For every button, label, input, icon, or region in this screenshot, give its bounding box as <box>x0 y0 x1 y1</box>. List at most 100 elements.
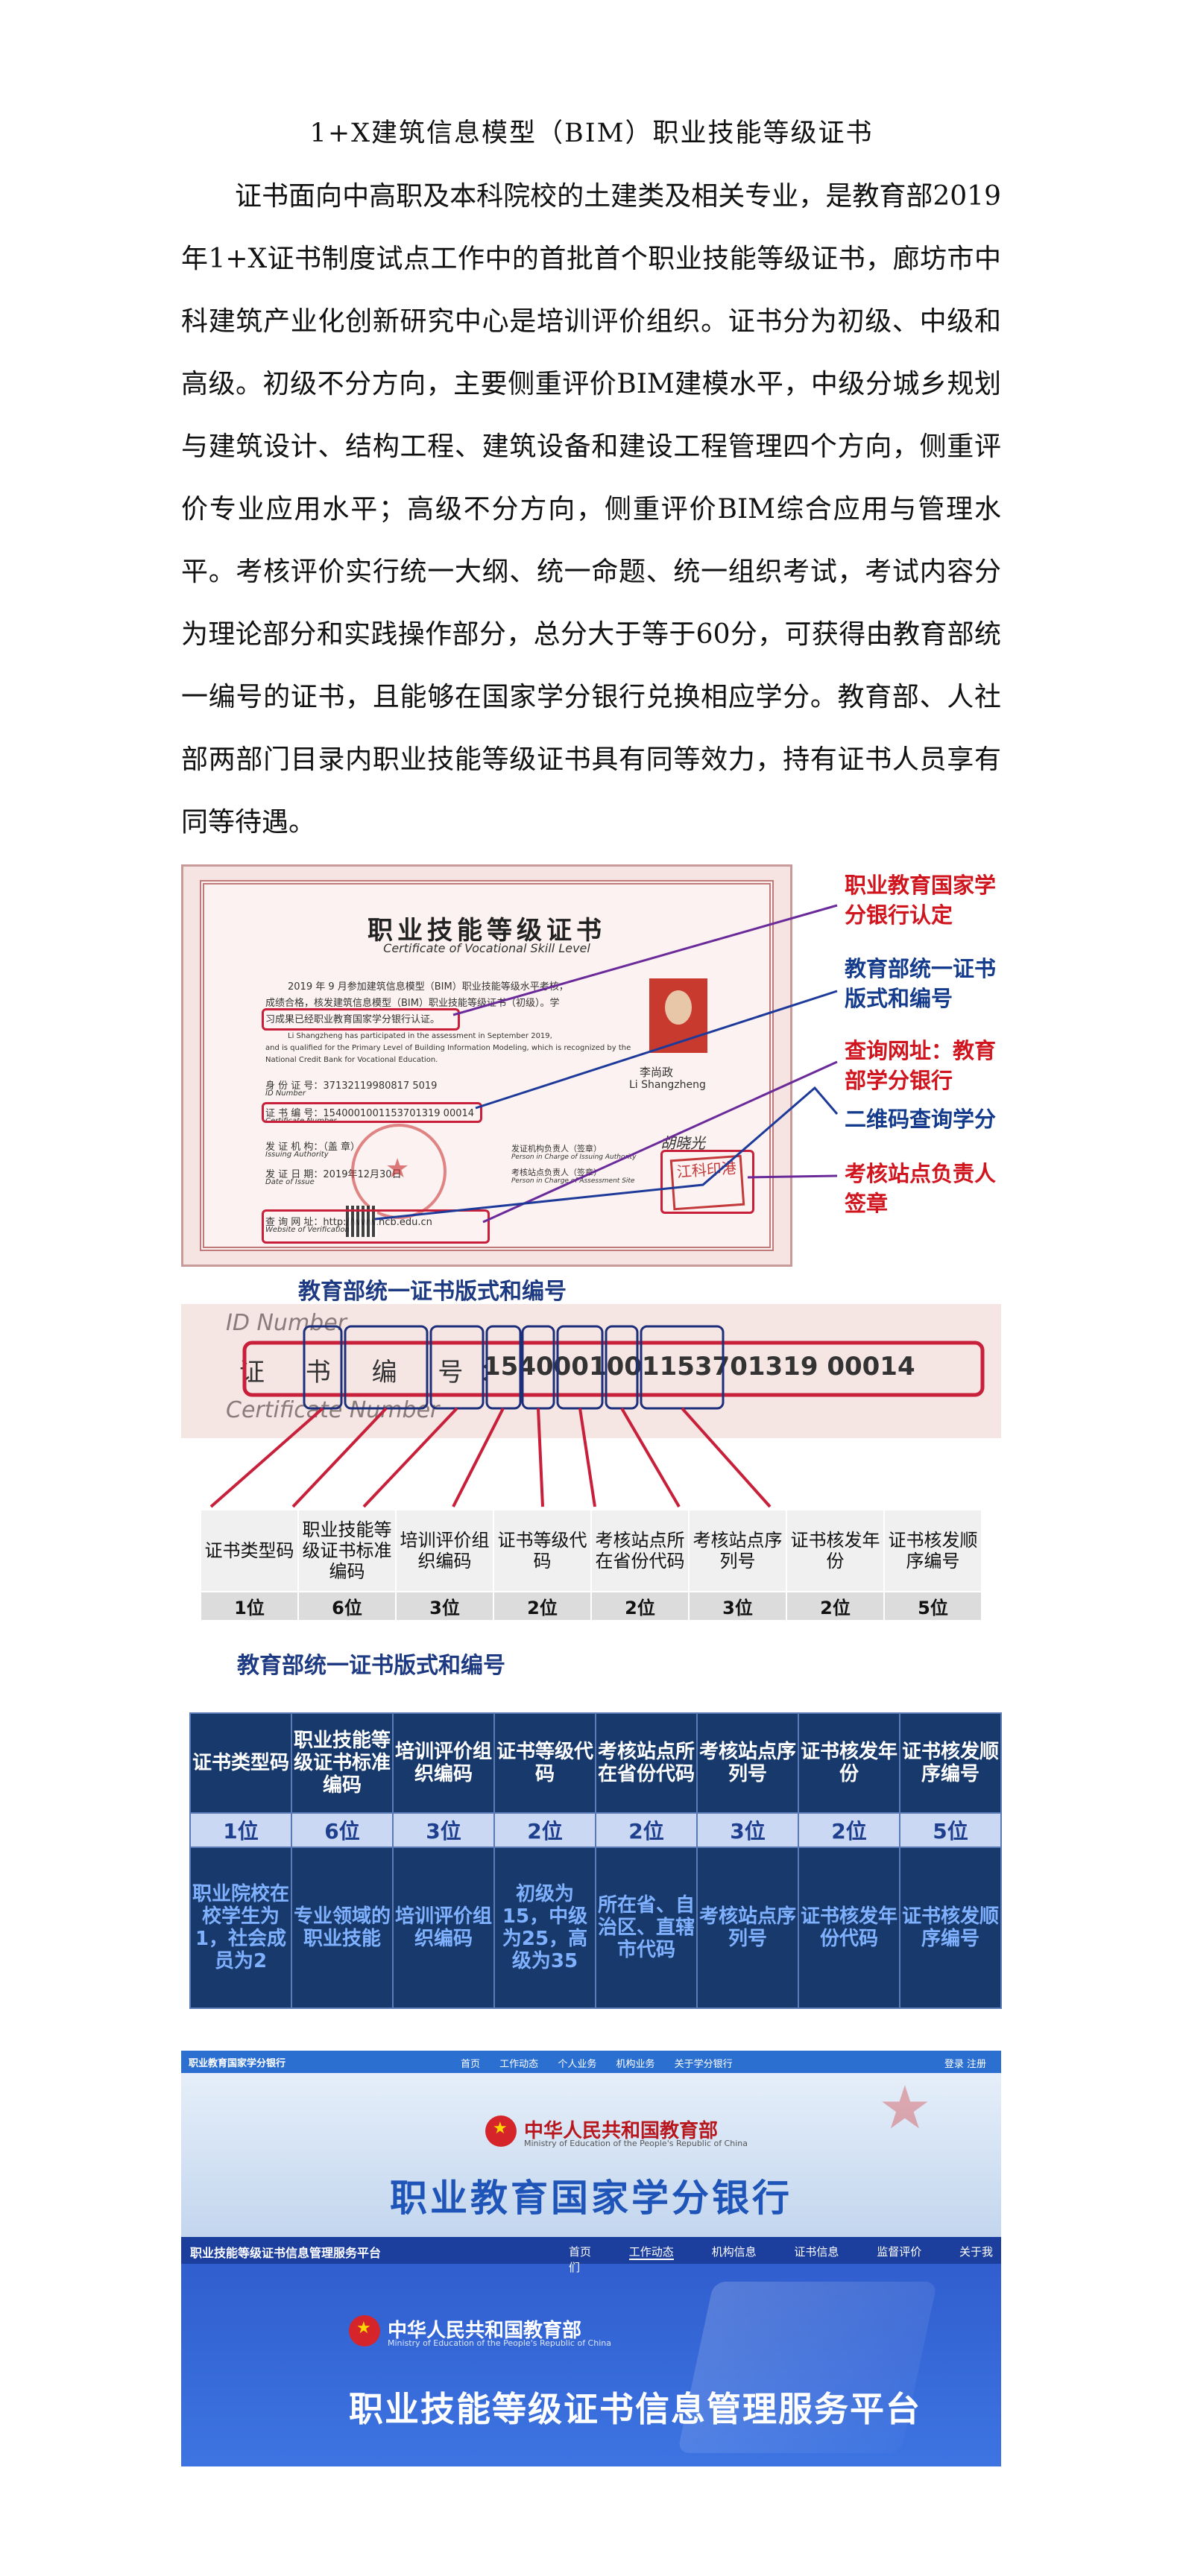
certificate-person-name: 李尚政 <box>640 1066 674 1079</box>
credit-bank-brand[interactable]: 职业教育国家学分银行 <box>189 2058 286 2069</box>
pointer-arrow-3 <box>362 1407 458 1508</box>
certificate-photo <box>649 978 707 1053</box>
certificate-person-name-en: Li Shangzheng <box>629 1079 706 1091</box>
credit-bank-navbar: 职业教育国家学分银行 首页 工作动态 个人业务 机构业务 关于学分银行 登录 注… <box>181 2051 1001 2073</box>
blue-header: 考核站点序列号 <box>696 1712 799 1814</box>
blue-description: 初级为15，中级为25，高级为35 <box>493 1846 596 2009</box>
strip-label: 证 书 编 号： <box>239 1358 522 1387</box>
blue-header: 职业技能等级证书标准编码 <box>291 1712 394 1814</box>
credit-bank-website: 职业教育国家学分银行 首页 工作动态 个人业务 机构业务 关于学分银行 登录 注… <box>181 2051 1001 2237</box>
platform-nav-supervision[interactable]: 监督评价 <box>877 2245 922 2259</box>
platform-moe-en: Ministry of Education of the People's Re… <box>388 2338 611 2348</box>
credit-nav-auth[interactable]: 登录 注册 <box>944 2059 986 2070</box>
blue-digit: 1位 <box>189 1812 292 1848</box>
certificate-platform-website: 职业技能等级证书信息管理服务平台 首页 工作动态 机构信息 证书信息 监督评价 … <box>181 2237 1001 2466</box>
blue-digit: 3位 <box>392 1812 495 1848</box>
digit-header: 考核站点序列号 <box>688 1509 787 1592</box>
blue-description: 所在省、自治区、直辖市代码 <box>595 1846 698 2009</box>
credit-nav-news[interactable]: 工作动态 <box>499 2059 539 2070</box>
digit-header: 证书核发年份 <box>786 1509 885 1592</box>
certificate-figure: 职业技能等级证书 Certificate of Vocational Skill… <box>181 864 1001 1267</box>
credit-nav-personal[interactable]: 个人业务 <box>558 2059 597 2070</box>
certificate-site-head: 考核站点负责人（签章） <box>511 1168 602 1177</box>
certificate-body-en-1: Li Shangzheng has participated in the as… <box>288 1032 552 1040</box>
pointer-arrow-4 <box>452 1408 505 1507</box>
blue-header: 证书核发顺序编号 <box>899 1712 1002 1814</box>
blue-header: 考核站点所在省份代码 <box>595 1712 698 1814</box>
digit-count: 2位 <box>786 1591 885 1621</box>
callout-query-url: 查询网址：教育部学分银行 <box>845 1038 997 1093</box>
digit-header: 证书核发顺序编号 <box>883 1509 982 1592</box>
digit-header: 证书类型码 <box>200 1509 299 1592</box>
digit-count: 6位 <box>297 1591 397 1621</box>
callout-lines <box>374 904 839 1224</box>
segment-box-4 <box>485 1325 522 1410</box>
digit-count: 2位 <box>493 1591 592 1621</box>
blue-header: 证书核发年份 <box>798 1712 900 1814</box>
credit-nav-about[interactable]: 关于学分银行 <box>674 2059 733 2070</box>
digit-table-count-row: 1位 6位 3位 2位 2位 3位 2位 5位 <box>200 1591 982 1621</box>
number-format-table: 证书类型码 职业技能等级证书标准编码 培训评价组织编码 证书等级代码 考核站点所… <box>189 1712 1002 2009</box>
credit-bank-nav: 首页 工作动态 个人业务 机构业务 关于学分银行 <box>461 2056 749 2070</box>
certificate-org-head: 发证机构负责人（签章） <box>511 1144 602 1153</box>
blue-header: 证书类型码 <box>189 1712 292 1814</box>
certificate-number-line: 证 书 编 号：1540001001153701319 00014 <box>265 1108 475 1119</box>
credit-nav-home[interactable]: 首页 <box>461 2059 481 2070</box>
credit-bank-moe: 中华人民共和国教育部 <box>524 2120 719 2142</box>
certificate-id-en: ID Number <box>265 1089 306 1098</box>
blue-digit: 2位 <box>493 1812 596 1848</box>
blue-description: 考核站点序列号 <box>696 1846 799 2009</box>
digit-header: 职业技能等级证书标准编码 <box>297 1509 397 1592</box>
platform-moe: 中华人民共和国教育部 <box>388 2320 582 2342</box>
pointer-arrow-6 <box>578 1408 596 1507</box>
pointer-arrow-2 <box>291 1407 388 1508</box>
digit-count: 2位 <box>590 1591 690 1621</box>
strip-certificate-number: Certificate Number <box>226 1397 440 1423</box>
certificate-subheading: Certificate of Vocational Skill Level <box>383 941 590 955</box>
pointer-arrow-8 <box>681 1407 772 1508</box>
blue-description: 培训评价组织编码 <box>392 1846 495 2009</box>
strip-outline <box>242 1341 985 1397</box>
certificate-signature: 胡晓光 <box>660 1134 705 1152</box>
credit-bank-title: 职业教育国家学分银行 <box>390 2177 792 2220</box>
digit-header: 证书等级代码 <box>493 1509 592 1592</box>
blue-description: 职业院校在校学生为1，社会成员为2 <box>189 1846 292 2009</box>
certificate-image: 职业技能等级证书 Certificate of Vocational Skill… <box>181 864 792 1267</box>
credit-nav-institution[interactable]: 机构业务 <box>616 2059 655 2070</box>
strip-number: 1540001001153701319 00014 <box>483 1352 915 1382</box>
platform-title: 职业技能等级证书信息管理服务平台 <box>349 2389 921 2429</box>
number-breakdown-diagram <box>209 1325 985 1508</box>
blue-digit: 2位 <box>798 1812 900 1848</box>
digit-count: 3位 <box>395 1591 494 1621</box>
callout-qr-query: 二维码查询学分 <box>845 1107 997 1132</box>
blue-description: 证书核发顺序编号 <box>899 1846 1002 2009</box>
platform-nav-news[interactable]: 工作动态 <box>628 2245 674 2260</box>
certificate-body-cn-3: 习成果已经职业教育国家学分银行认证。 <box>265 1014 441 1025</box>
certificate-border <box>200 880 774 1251</box>
document-title: 1+X建筑信息模型（BIM）职业技能等级证书 <box>309 118 874 148</box>
blue-table-header-row: 证书类型码 职业技能等级证书标准编码 培训评价组织编码 证书等级代码 考核站点所… <box>189 1712 1002 1814</box>
digit-header: 考核站点所在省份代码 <box>590 1509 690 1592</box>
strip-id-number: ID Number <box>226 1310 347 1336</box>
intro-text: 证书面向中高职及本科院校的土建类及相关专业，是教育部2019年1+X证书制度试点… <box>181 181 1001 838</box>
certificate-heading: 职业技能等级证书 <box>367 916 606 946</box>
platform-nav-about[interactable]: 关于我们 <box>569 2245 993 2274</box>
platform-brand[interactable]: 职业技能等级证书信息管理服务平台 <box>190 2246 382 2260</box>
section-label-number-format: 教育部统一证书版式和编号 <box>298 1279 567 1305</box>
certificate-date-en: Date of Issue <box>265 1178 315 1186</box>
platform-navbar: 职业技能等级证书信息管理服务平台 首页 工作动态 机构信息 证书信息 监督评价 … <box>181 2237 1001 2274</box>
certificate-body-cn-1: 2019 年 9 月参加建筑信息模型（BIM）职业技能等级水平考核， <box>288 981 569 993</box>
intro-paragraph: 证书面向中高职及本科院校的土建类及相关专业，是教育部2019年1+X证书制度试点… <box>181 165 1001 854</box>
platform-nav-certificates[interactable]: 证书信息 <box>794 2245 839 2259</box>
section-label-number-format-2: 教育部统一证书版式和编号 <box>237 1653 505 1679</box>
certificate-issuer-line: 发 证 机 构：（盖 章） <box>265 1142 361 1153</box>
digit-count: 3位 <box>688 1591 787 1621</box>
pointer-arrow-5 <box>537 1408 544 1507</box>
blue-digit: 2位 <box>595 1812 698 1848</box>
pointer-arrow-7 <box>620 1407 681 1508</box>
digit-count: 5位 <box>883 1591 982 1621</box>
blue-digit: 5位 <box>899 1812 1002 1848</box>
platform-nav-home[interactable]: 首页 <box>569 2245 592 2259</box>
callout-credit-bank: 职业教育国家学分银行认定 <box>845 873 997 928</box>
platform-nav-institutions[interactable]: 机构信息 <box>711 2245 757 2259</box>
